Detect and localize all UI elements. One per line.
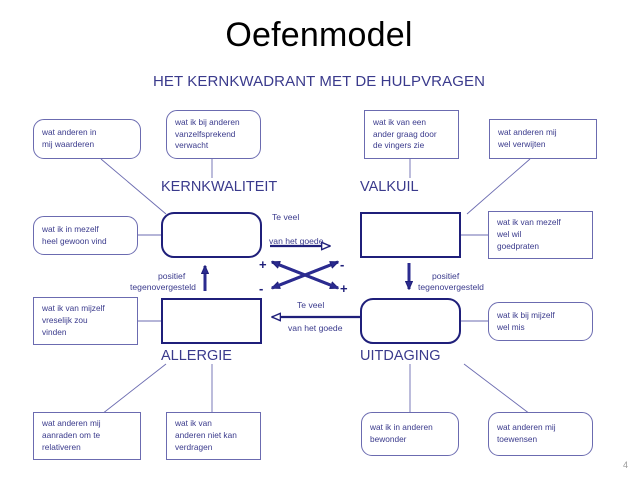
sign-top-right: - [340, 257, 345, 272]
helper-box-text: wat anderen in mij waarderen [42, 127, 97, 149]
sign-bottom-left: - [259, 281, 264, 296]
annotation-positief-right-line1: positief [432, 271, 460, 281]
helper-box-text: wat ik in mezelf heel gewoon vind [42, 223, 107, 246]
page-number: 4 [622, 460, 628, 470]
helper-box-mid-left-lower[interactable]: wat ik van mijzelf vreselijk zou vinden [33, 297, 138, 345]
helper-box-text: wat ik in anderen bewonder [370, 422, 433, 444]
helper-box-text: wat ik van een ander graag door de vinge… [373, 116, 437, 151]
helper-box-text: wat ik van anderen niet kan verdragen [175, 418, 237, 452]
helper-box-text: wat ik bij anderen vanzelfsprekend verwa… [175, 116, 240, 151]
helper-box-top-right-inner[interactable]: wat ik van een ander graag door de vinge… [364, 110, 459, 159]
quadrant-label-kernkwaliteit: KERNKWALITEIT [161, 179, 278, 195]
sign-bottom-right: + [340, 281, 348, 296]
arrow-cross-ne-dup [271, 260, 338, 290]
helper-box-text: wat anderen mij wel verwijten [498, 127, 557, 149]
helper-box-top-right-outer[interactable]: wat anderen mij wel verwijten [489, 119, 597, 159]
helper-box-bot-right-inner[interactable]: wat ik in anderen bewonder [361, 412, 459, 456]
connector-top-left-outer [100, 158, 167, 215]
quadrant-label-allergie: ALLERGIE [161, 348, 232, 364]
annotation-positief-left-line2: tegenovergesteld [130, 282, 196, 292]
helper-box-text: wat anderen mij aanraden om te relativer… [42, 418, 101, 452]
annotation-teveel-bottom-line2: van het goede [288, 323, 343, 333]
helper-box-mid-left-upper[interactable]: wat ik in mezelf heel gewoon vind [33, 216, 138, 255]
annotation-teveel-bottom-line1: Te veel [297, 300, 325, 310]
annotation-positief-left-line1: positief [158, 271, 186, 281]
arrow-cross-se [271, 260, 338, 290]
annotation-teveel-top-line1: Te veel [272, 212, 300, 222]
connector-top-right-outer [466, 158, 531, 215]
sign-top-left: + [259, 257, 267, 272]
quadrant-box-kernkwaliteit[interactable] [161, 212, 262, 258]
arrow-cross-nw [272, 260, 339, 290]
helper-box-text: wat anderen mij toewensen [497, 422, 556, 444]
helper-box-bot-right-outer[interactable]: wat anderen mij toewensen [488, 412, 593, 456]
quadrant-box-uitdaging[interactable] [360, 298, 461, 344]
helper-box-top-left-inner[interactable]: wat ik bij anderen vanzelfsprekend verwa… [166, 110, 261, 159]
helper-box-bot-left-outer[interactable]: wat anderen mij aanraden om te relativer… [33, 412, 141, 460]
quadrant-label-uitdaging: UITDAGING [360, 348, 441, 364]
connector-bot-right-outer [463, 363, 531, 415]
connector-bot-left-outer [101, 363, 167, 415]
quadrant-box-allergie[interactable] [161, 298, 262, 344]
quadrant-box-valkuil[interactable] [360, 212, 461, 258]
page-subtitle: HET KERNKWADRANT MET DE HULPVRAGEN [152, 73, 486, 90]
arrow-cross [271, 260, 339, 290]
arrow-cross-nw2 [272, 260, 339, 290]
quadrant-label-valkuil: VALKUIL [360, 179, 419, 195]
annotation-teveel-top-line2: van het goede [269, 236, 324, 246]
helper-box-text: wat ik bij mijzelf wel mis [497, 309, 555, 332]
helper-box-top-left-outer[interactable]: wat anderen in mij waarderen [33, 119, 141, 159]
helper-box-text: wat ik van mijzelf vreselijk zou vinden [42, 303, 105, 337]
annotation-positief-right-line2: tegenovergesteld [418, 282, 484, 292]
page-title: Oefenmodel [225, 16, 413, 54]
helper-box-text: wat ik van mezelf wel wil goedpraten [497, 217, 561, 251]
helper-box-mid-right-lower[interactable]: wat ik bij mijzelf wel mis [488, 302, 593, 341]
helper-box-bot-left-inner[interactable]: wat ik van anderen niet kan verdragen [166, 412, 261, 460]
helper-box-mid-right-upper[interactable]: wat ik van mezelf wel wil goedpraten [488, 211, 593, 259]
